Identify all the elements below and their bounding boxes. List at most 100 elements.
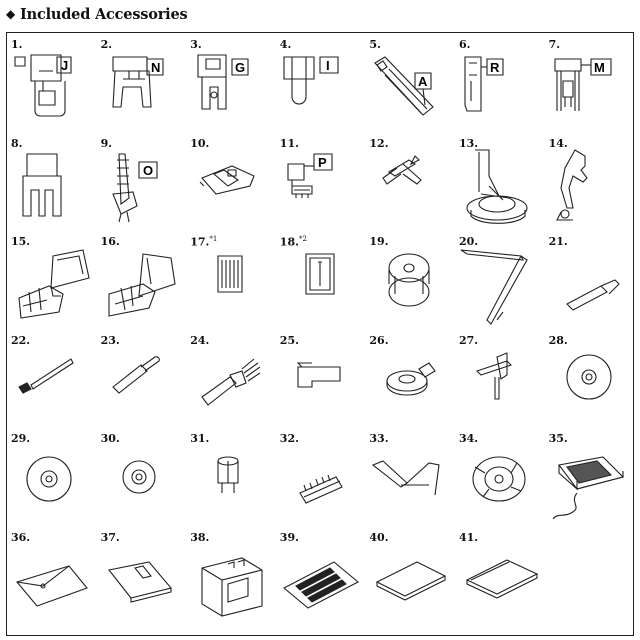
- accessory-number-text: 13.: [459, 136, 479, 150]
- accessory-illustration-icon: [457, 248, 547, 334]
- accessory-number: 30.: [101, 432, 120, 445]
- accessory-item: 23.: [99, 333, 189, 433]
- accessory-number: 28.: [549, 334, 568, 347]
- accessory-item: 30.: [99, 431, 189, 531]
- accessory-number-text: 34.: [459, 432, 479, 445]
- accessory-item: 4. I: [278, 37, 368, 137]
- accessory-item: 36.: [9, 530, 99, 630]
- accessory-number-text: 28.: [548, 333, 568, 347]
- accessory-number: 34.: [459, 432, 478, 445]
- accessory-number: 27.: [459, 334, 478, 347]
- accessory-item: 15.: [9, 234, 99, 334]
- accessory-number-text: 4.: [279, 38, 292, 51]
- accessory-number: 8.: [11, 137, 22, 150]
- accessory-number-text: 2.: [100, 38, 113, 51]
- accessory-illustration-icon: M: [547, 51, 637, 137]
- accessory-illustration-icon: J: [9, 51, 99, 137]
- accessory-illustration-icon: [367, 248, 457, 334]
- accessory-item: 3. G: [188, 37, 278, 137]
- accessory-illustration-icon: [99, 347, 189, 433]
- accessory-item: 39.: [278, 530, 368, 630]
- accessory-item: 11. P: [278, 136, 368, 236]
- accessory-number: 15.: [11, 235, 30, 248]
- accessory-number: 2.: [101, 38, 112, 51]
- accessory-number: 17.*1: [190, 235, 217, 249]
- accessory-item: 6. R: [457, 37, 547, 137]
- accessory-item: 17.*1: [188, 234, 278, 334]
- accessory-number: 26.: [369, 334, 388, 347]
- accessory-illustration-icon: [99, 248, 189, 334]
- foot-code-letter: O: [143, 163, 153, 178]
- accessory-item: 26.: [367, 333, 457, 433]
- accessory-number-text: 7.: [548, 38, 561, 51]
- accessory-illustration-icon: [367, 544, 457, 630]
- accessory-illustration-icon: P: [278, 150, 368, 236]
- accessory-illustration-icon: [188, 544, 278, 630]
- foot-code-letter: I: [326, 58, 330, 73]
- accessory-number: 1.: [11, 38, 22, 51]
- accessory-number: 5.: [369, 38, 380, 51]
- accessory-number-text: 18.: [279, 235, 299, 249]
- accessory-number-text: 12.: [369, 136, 389, 150]
- accessory-number-text: 9.: [100, 136, 113, 150]
- foot-code-letter: A: [418, 74, 428, 89]
- accessory-illustration-icon: [9, 150, 99, 236]
- accessory-number: 39.: [280, 531, 299, 544]
- accessory-item: 41.: [457, 530, 547, 630]
- accessory-item: 31.: [188, 431, 278, 531]
- accessory-number-text: 16.: [100, 235, 120, 248]
- accessory-number-text: 35.: [548, 432, 568, 445]
- accessory-number-text: 20.: [459, 235, 479, 248]
- accessory-item: 14.: [547, 136, 637, 236]
- accessory-item: 21.: [547, 234, 637, 334]
- accessory-illustration-icon: [457, 445, 547, 531]
- accessory-number: 23.: [101, 334, 120, 347]
- accessory-number-text: 33.: [369, 432, 389, 445]
- accessory-illustration-icon: [278, 347, 368, 433]
- accessory-illustration-icon: [367, 347, 457, 433]
- foot-code-letter: P: [318, 155, 327, 170]
- accessory-item: 35.: [547, 431, 637, 531]
- section-heading: ◆ Included Accessories: [6, 3, 188, 25]
- accessory-number-text: 14.: [548, 136, 568, 150]
- accessory-illustration-icon: [99, 445, 189, 531]
- accessory-number: 12.: [369, 137, 388, 150]
- diamond-bullet-icon: ◆: [6, 7, 16, 21]
- accessory-number-text: 3.: [190, 38, 202, 51]
- accessory-illustration-icon: [367, 445, 457, 531]
- accessory-number: 31.: [190, 432, 209, 445]
- accessory-item: 34.: [457, 431, 547, 531]
- accessory-number-text: 8.: [11, 136, 23, 150]
- accessory-number: 7.: [549, 38, 560, 51]
- accessory-number: 22.: [11, 334, 30, 347]
- accessory-illustration-icon: [9, 445, 99, 531]
- accessory-number-text: 22.: [11, 333, 31, 347]
- accessory-item: 16.: [99, 234, 189, 334]
- accessory-item: 9. O: [99, 136, 189, 236]
- accessory-number-text: 11.: [279, 136, 299, 150]
- accessory-illustration-icon: [9, 248, 99, 334]
- accessory-illustration-icon: [547, 150, 637, 236]
- accessory-illustration-icon: [367, 150, 457, 236]
- foot-code-letter: M: [594, 60, 605, 75]
- accessory-number: 41.: [459, 531, 478, 544]
- accessory-number: 24.: [190, 334, 209, 347]
- section-title: Included Accessories: [20, 5, 188, 23]
- accessory-item: 33.: [367, 431, 457, 531]
- accessory-item: 7. M: [547, 37, 637, 137]
- accessory-illustration-icon: [278, 445, 368, 531]
- accessory-number: 32.: [280, 432, 299, 445]
- accessory-illustration-icon: G: [188, 51, 278, 137]
- accessory-illustration-icon: [188, 445, 278, 531]
- accessory-illustration-icon: [547, 347, 637, 433]
- accessory-illustration-icon: [278, 544, 368, 630]
- accessory-illustration-icon: N: [99, 51, 189, 137]
- accessory-item: 20.: [457, 234, 547, 334]
- accessory-number-text: 5.: [369, 38, 381, 51]
- accessory-number-text: 25.: [279, 333, 299, 347]
- accessory-illustration-icon: [9, 544, 99, 630]
- accessory-illustration-icon: [547, 248, 637, 334]
- accessory-item: 24.: [188, 333, 278, 433]
- accessory-item: 27.: [457, 333, 547, 433]
